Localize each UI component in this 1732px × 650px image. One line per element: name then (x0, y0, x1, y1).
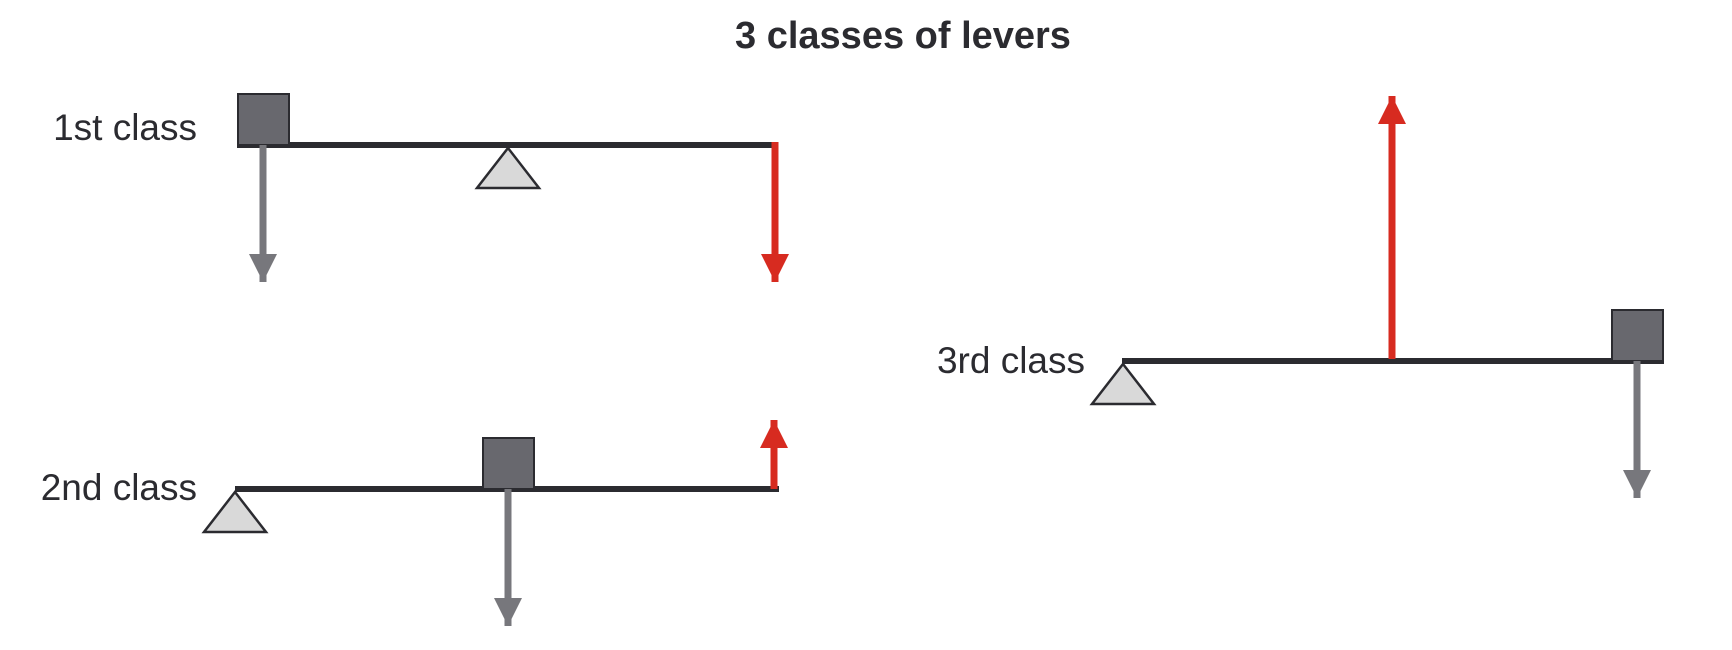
fulcrum-triangle (1089, 361, 1157, 406)
fulcrum-triangle (201, 489, 269, 534)
lever-first-class: 1st class (53, 93, 789, 282)
lever-label-first-class: 1st class (53, 107, 197, 148)
lever-second-class: 2nd class (41, 420, 788, 626)
load-block (482, 437, 535, 490)
load-block (237, 93, 290, 146)
fulcrum-triangle (474, 145, 542, 190)
load-block (1611, 309, 1664, 362)
diagram-title: 3 classes of levers (735, 15, 1071, 57)
lever-label-second-class: 2nd class (41, 467, 197, 508)
lever-third-class: 3rd class (937, 96, 1664, 498)
lever-label-third-class: 3rd class (937, 340, 1085, 381)
